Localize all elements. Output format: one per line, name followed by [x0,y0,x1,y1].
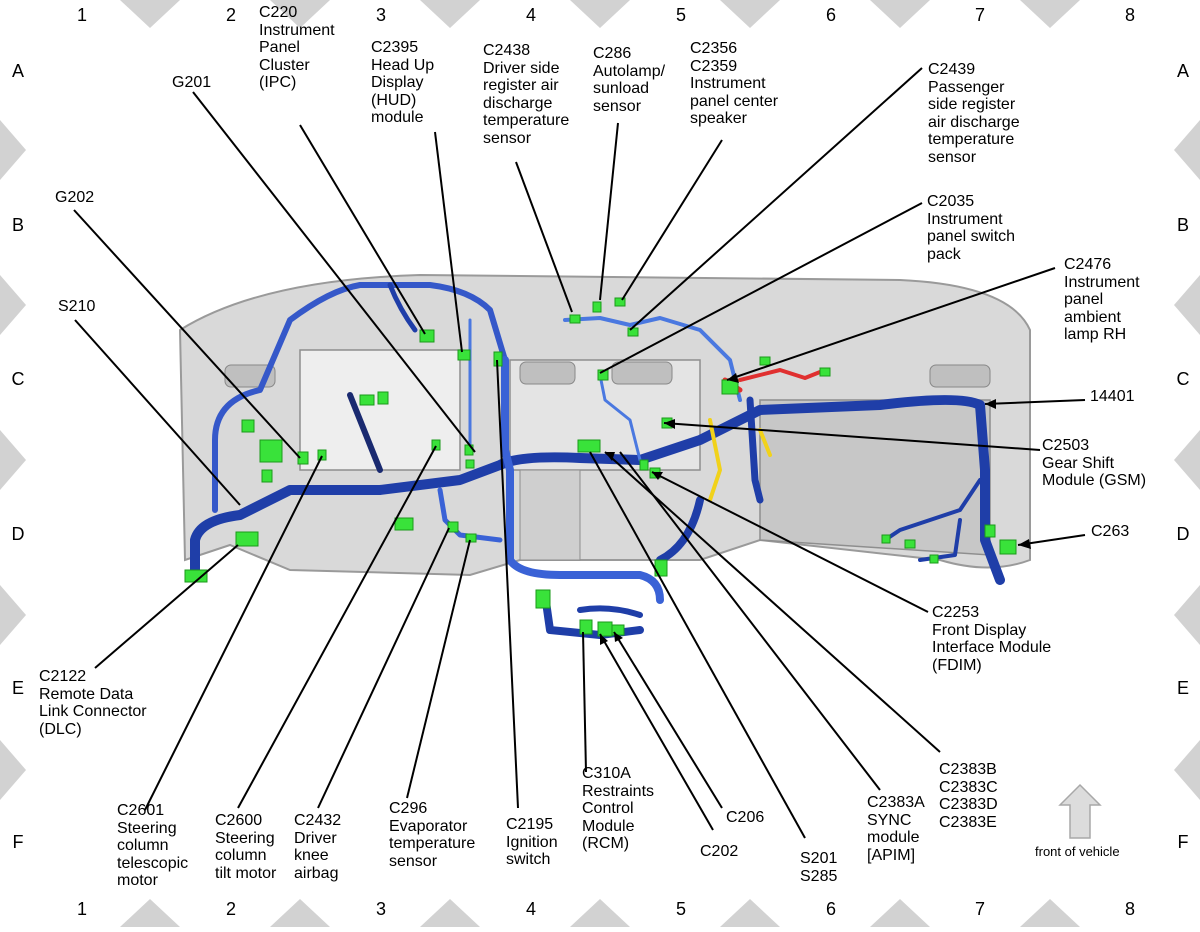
label-c206: C206 [726,809,765,826]
label-c202: C202 [700,843,739,860]
grid-col-7-top: 7 [974,5,985,25]
leader-lines [73,67,1086,839]
grid-col-4-bottom: 4 [525,899,536,919]
label-c2195: C2195 Ignition switch [506,816,558,868]
label-front-of-vehicle: front of vehicle [1035,844,1120,859]
grid-col-4-top: 4 [525,5,536,25]
label-c310a: C310A Restraints Control Module (RCM) [582,765,655,852]
label-c2035: C2035 Instrument panel switch pack [927,193,1016,263]
label-c2253: C2253 Front Display Interface Module (FD… [932,604,1052,674]
grid-row-c-left: C [11,369,25,389]
grid-row-f-left: F [12,832,24,852]
label-c2383a: C2383A SYNC module [APIM] [867,794,925,864]
label-c263: C263 [1091,523,1130,540]
label-14401: 14401 [1090,388,1135,405]
grid-row-f-right: F [1177,832,1189,852]
label-c2600: C2600 Steering column tilt motor [215,812,277,882]
label-c2395: C2395 Head Up Display (HUD) module [371,39,435,126]
grid-row-c-right: C [1176,369,1190,389]
label-c2438: C2438 Driver side register air discharge… [483,42,570,147]
label-g201: G201 [172,74,212,91]
grid-col-3-bottom: 3 [375,899,386,919]
grid-col-2-top: 2 [225,5,236,25]
grid-row-b-right: B [1176,215,1189,235]
label-c2432: C2432 Driver knee airbag [294,812,342,882]
label-c2503: C2503 Gear Shift Module (GSM) [1042,437,1147,489]
arrow-heads [600,373,1031,645]
grid-col-3-top: 3 [375,5,386,25]
grid-col-2-bottom: 2 [225,899,236,919]
grid-row-b-left: B [11,215,24,235]
label-c286: C286 Autolamp/ sunload sensor [593,45,666,115]
grid-row-a-right: A [1176,61,1189,81]
grid-col-6-bottom: 6 [825,899,836,919]
label-c220: C220 Instrument Panel Cluster (IPC) [259,4,335,91]
grid-col-1-bottom: 1 [76,899,87,919]
grid-col-1-top: 1 [76,5,87,25]
grid-row-d-left: D [11,524,25,544]
label-c2439: C2439 Passenger side register air discha… [928,61,1020,166]
grid-col-6-top: 6 [825,5,836,25]
front-arrow-icon [1058,783,1102,839]
label-s201: S201 S285 [800,850,838,885]
label-c2601: C2601 Steering column telescopic motor [117,802,189,889]
label-c2356: C2356 C2359 Instrument panel center spea… [690,40,779,127]
grid-col-8-bottom: 8 [1124,899,1135,919]
label-c2122: C2122 Remote Data Link Connector (DLC) [39,668,147,738]
label-c296: C296 Evaporator temperature sensor [389,800,476,870]
grid-col-5-bottom: 5 [675,899,686,919]
grid-row-e-right: E [1176,678,1189,698]
grid-col-8-top: 8 [1124,5,1135,25]
grid-col-7-bottom: 7 [974,899,985,919]
grid-row-d-right: D [1176,524,1190,544]
grid-col-5-top: 5 [675,5,686,25]
label-c2383b: C2383B C2383C C2383D C2383E [939,761,998,831]
label-g202: G202 [55,189,95,206]
grid-row-a-left: A [11,61,24,81]
label-s210: S210 [58,298,96,315]
label-c2476: C2476 Instrument panel ambient lamp RH [1064,256,1140,343]
grid-row-e-left: E [11,678,24,698]
